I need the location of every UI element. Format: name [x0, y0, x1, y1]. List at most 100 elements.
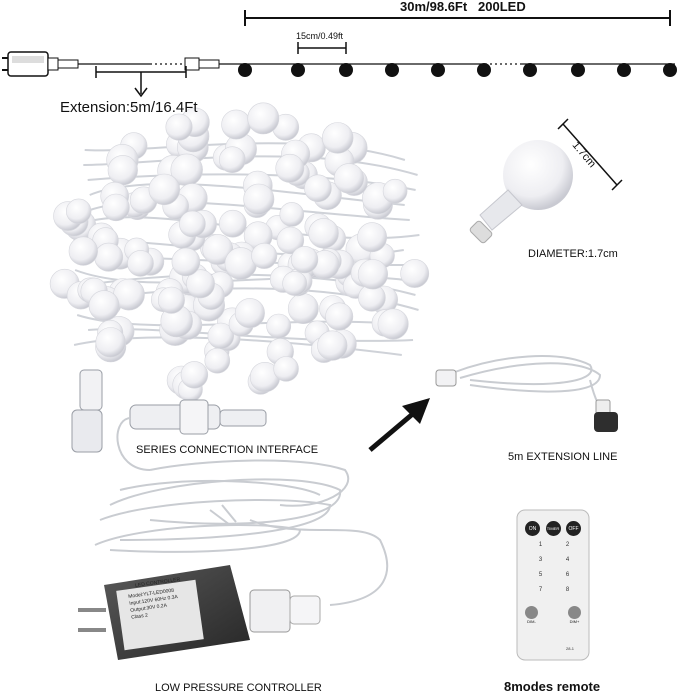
low-pressure-controller — [78, 565, 321, 660]
remote-mode-button: 7 — [538, 587, 543, 593]
white-bulb-icon — [325, 302, 354, 331]
white-bulb-icon — [65, 198, 92, 225]
remote-mode-button: 3 — [538, 557, 543, 563]
white-bulb-icon — [400, 259, 430, 288]
remote-mode-button: 8 — [565, 587, 570, 593]
top-plug-icon — [2, 51, 79, 77]
white-bulb-icon — [287, 293, 319, 325]
white-bulb-icon — [179, 210, 206, 238]
white-bulb-icon — [243, 183, 275, 215]
single-bulb-closeup — [469, 118, 623, 244]
white-bulb-icon — [219, 209, 247, 238]
dim-minus-icon — [525, 606, 538, 619]
white-bulb-icon — [234, 298, 265, 329]
white-bulb-icon — [377, 308, 409, 340]
remote-dim-minus: DIM- — [525, 606, 538, 624]
white-bulb-icon — [148, 173, 181, 206]
dark-bulb-icon — [477, 63, 491, 77]
white-bulb-icon — [304, 174, 332, 203]
dark-bulb-icon — [339, 63, 353, 77]
white-bulb-icon — [94, 242, 124, 272]
white-bulb-icon — [251, 242, 278, 269]
remote-dim-plus: DIM+ — [568, 606, 581, 624]
remote-top-buttons: ON TIMER OFF — [525, 521, 581, 536]
series-connection-caption: SERIES CONNECTION INTERFACE — [136, 444, 319, 456]
dark-bulb-icon — [571, 63, 585, 77]
white-bulb-icon — [317, 330, 348, 361]
remote-mode-button: 4 — [565, 557, 570, 563]
white-bulb-icon — [279, 202, 305, 227]
dark-bulb-icon — [238, 63, 252, 77]
white-bulb-icon — [247, 102, 280, 135]
dim-plus-icon — [568, 606, 581, 619]
dark-bulb-row — [238, 63, 677, 77]
diameter-caption: DIAMETER:1.7cm — [528, 248, 618, 260]
remote-caption: 8modes remote — [504, 679, 601, 694]
extension-line-picture — [454, 355, 607, 416]
series-connector-icon — [71, 369, 267, 471]
white-bulb-icon — [95, 327, 126, 358]
white-bulb-icon — [219, 146, 246, 173]
remote-mode-grid: 1 2 3 4 5 6 7 8 — [527, 542, 581, 593]
white-bulb-icon — [333, 163, 365, 194]
spacing-dimension-line — [297, 42, 347, 54]
white-bulb-icon — [102, 193, 130, 222]
white-bulb-icon — [322, 122, 354, 154]
extension-plug-end — [435, 369, 618, 432]
remote-on-button: ON — [525, 521, 540, 536]
spacing-label: 15cm/0.49ft — [296, 31, 344, 41]
white-bulb-icon — [308, 218, 339, 249]
led-count-value: 200LED — [478, 0, 526, 14]
remote-mode-button: 6 — [565, 572, 570, 578]
white-bulb-icon — [180, 361, 209, 389]
white-bulb-icon — [127, 250, 154, 277]
dark-bulb-icon — [523, 63, 537, 77]
white-bulb-icon — [68, 236, 98, 266]
controller-wire-coil — [94, 459, 389, 606]
remote-timer-label: TIMER — [546, 526, 560, 531]
remote-off-button: OFF — [566, 521, 581, 536]
dim-minus-label: DIM- — [527, 619, 536, 624]
white-bulb-icon — [165, 113, 193, 141]
white-bulb-icon — [204, 347, 231, 374]
dark-bulb-icon — [385, 63, 399, 77]
white-bulb-icon — [221, 109, 252, 140]
white-bulb-icon — [291, 246, 319, 274]
remote-mode-button: 1 — [538, 542, 543, 548]
remote-model-label: 28-1 — [566, 646, 575, 651]
remote-mode-button: 2 — [565, 542, 570, 548]
white-bulb-icon — [357, 259, 389, 290]
dark-bulb-icon — [617, 63, 631, 77]
controller-caption: LOW PRESSURE CONTROLLER — [155, 682, 322, 694]
remote-on-label: ON — [528, 525, 537, 532]
bulb-cluster — [49, 102, 430, 402]
white-bulb-icon — [282, 271, 308, 296]
white-bulb-icon — [382, 178, 408, 204]
white-bulb-icon — [357, 222, 388, 253]
remote-off-label: OFF — [568, 525, 579, 532]
dark-bulb-icon — [291, 63, 305, 77]
white-bulb-icon — [266, 313, 292, 339]
remote-mode-button: 5 — [538, 572, 543, 578]
dim-plus-label: DIM+ — [569, 619, 580, 624]
length-dimension-line — [244, 10, 671, 26]
total-length-label: 30m/98.6Ft 200LED — [400, 0, 526, 13]
white-bulb-icon — [88, 290, 120, 322]
white-bulb-icon — [107, 155, 138, 186]
white-bulb-icon — [171, 247, 201, 277]
remote-control — [516, 509, 590, 661]
white-bulb-icon — [157, 286, 185, 314]
direction-arrow — [368, 398, 430, 452]
remote-dim-buttons: DIM- DIM+ — [525, 606, 581, 624]
dark-bulb-icon — [431, 63, 445, 77]
white-bulb-icon — [273, 356, 299, 382]
remote-timer-button: TIMER — [545, 521, 561, 536]
extension-dimension-line — [95, 66, 187, 98]
white-bulb-icon — [186, 269, 215, 299]
extension-line-caption: 5m EXTENSION LINE — [508, 451, 618, 463]
extension-length-label: Extension:5m/16.4Ft — [60, 99, 198, 116]
top-connector-icon — [184, 57, 220, 71]
white-bulb-icon — [276, 226, 305, 255]
